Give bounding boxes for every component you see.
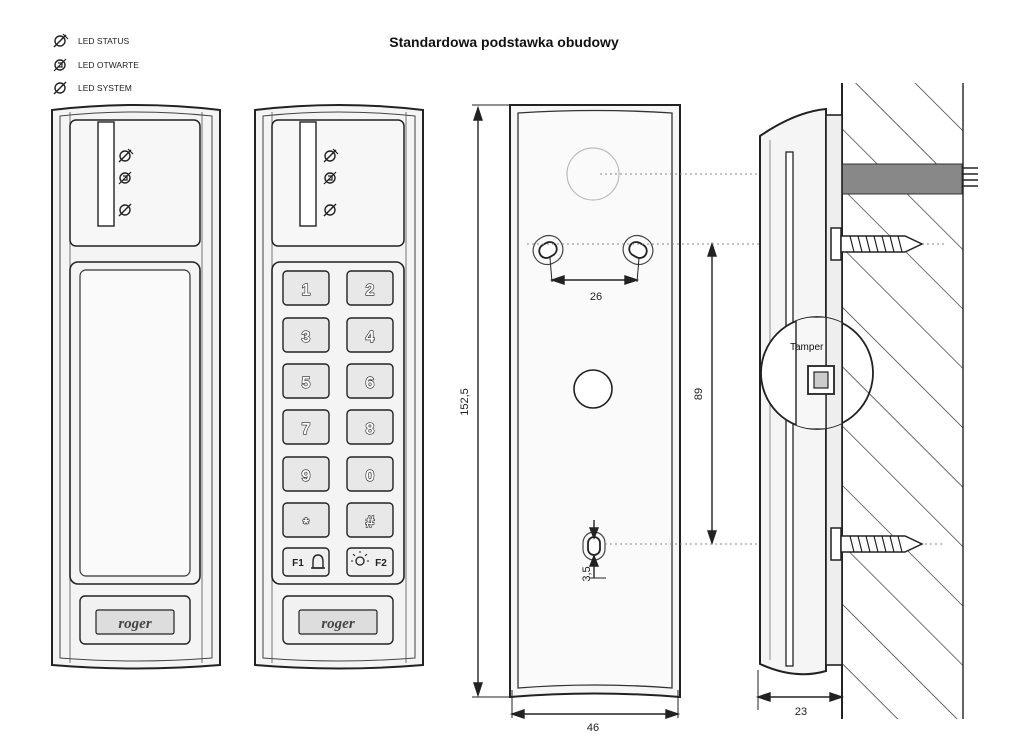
svg-text:3: 3 [302,329,311,346]
led-otwarte-icon [53,58,67,72]
legend-led-otwarte: LED OTWARTE [78,60,139,70]
dim-hole-spacing: 26 [590,291,602,303]
legend-led-system: LED SYSTEM [78,83,132,93]
svg-text:#: # [366,514,375,531]
cable-hole [566,147,620,201]
base-plate [509,104,681,699]
dim-height: 152,5 [459,388,471,416]
svg-text:9: 9 [302,468,311,485]
key-7[interactable]: 7 [282,409,330,445]
led-status-icon [53,33,69,48]
key-1[interactable]: 1 [282,270,330,306]
reader-keypad: 1 2 3 4 5 6 7 8 9 0 * # F1 F2 roger [254,104,424,670]
legend: LED STATUS LED OTWARTE LED SYSTEM [53,33,139,95]
led-status-icon [323,148,339,163]
key-8[interactable]: 8 [346,409,394,445]
led-otwarte-icon [118,171,132,185]
svg-text:4: 4 [366,329,375,346]
svg-text:F1: F1 [292,558,304,569]
screw-bottom [830,527,924,561]
dim-hole-size: 3,5 [581,566,593,581]
dimension-lines [472,104,845,719]
dim-width: 46 [587,722,599,734]
key-6[interactable]: 6 [346,363,394,399]
key-4[interactable]: 4 [346,317,394,353]
tamper-hole [573,369,613,409]
svg-text:6: 6 [366,375,375,392]
key-2[interactable]: 2 [346,270,394,306]
led-system-icon [53,81,67,95]
led-status-icon [118,148,134,163]
logo: roger [321,616,354,632]
screw-top [830,227,924,261]
legend-led-status: LED STATUS [78,36,129,46]
svg-text:0: 0 [366,468,375,485]
key-f2[interactable]: F2 [346,547,394,577]
mounting-slot-left [532,234,564,266]
led-system-icon [323,203,337,217]
svg-text:8: 8 [366,421,375,438]
key-star[interactable]: * [282,502,330,538]
key-9[interactable]: 9 [282,456,330,492]
reader-proximity: roger [51,104,221,670]
diagram-title: Standardowa podstawka obudowy [389,34,619,50]
key-0[interactable]: 0 [346,456,394,492]
key-f1[interactable]: F1 [282,547,330,577]
led-system-icon [118,203,132,217]
bell-icon [311,554,325,569]
dim-depth: 23 [795,706,807,718]
svg-text:1: 1 [302,282,311,299]
mounting-slot-right [622,234,654,266]
logo: roger [118,616,151,632]
key-5[interactable]: 5 [282,363,330,399]
dim-vertical-spacing: 89 [693,388,705,400]
key-3[interactable]: 3 [282,317,330,353]
svg-text:2: 2 [366,282,375,299]
cable [841,163,963,195]
tamper-label: Tamper [790,342,824,353]
key-hash[interactable]: # [346,502,394,538]
led-otwarte-icon [323,171,337,185]
light-bulb-icon [351,551,369,566]
svg-text:7: 7 [302,421,311,438]
svg-text:*: * [303,516,310,533]
svg-text:F2: F2 [375,558,387,569]
svg-text:5: 5 [302,375,311,392]
